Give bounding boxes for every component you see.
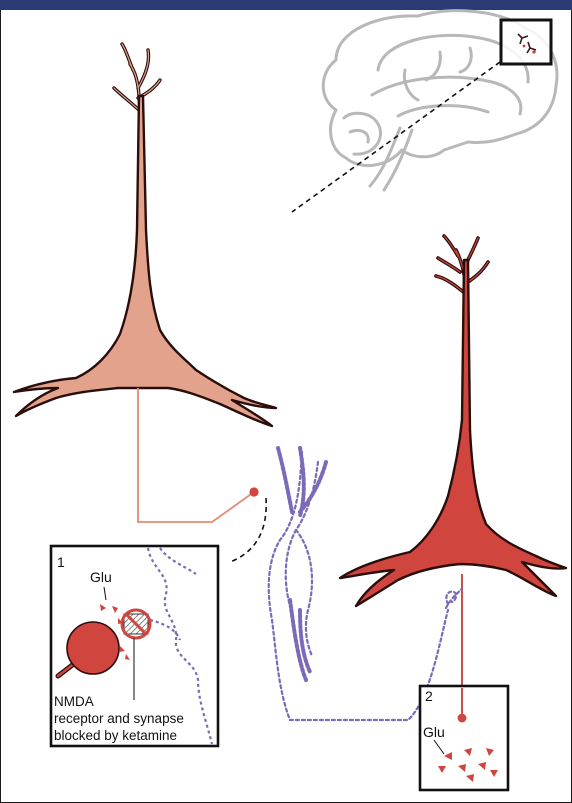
inset-2-glu-label: Glu [423, 724, 445, 740]
brain-region-box [501, 20, 551, 64]
right-neuron [340, 236, 566, 606]
left-axon-terminal [249, 487, 258, 496]
presynaptic-terminal [67, 622, 119, 674]
terminal-to-inset-connector [230, 498, 266, 562]
blocked-receptor-icon [122, 610, 150, 638]
astrocyte-processes [269, 448, 462, 720]
caption-line-3: blocked by ketamine [54, 727, 184, 744]
inset-1-caption: NMDA receptor and synapse blocked by ket… [54, 693, 184, 744]
inset-1-glu-label: Glu [90, 569, 112, 585]
caption-line-2: receptor and synapse [54, 710, 184, 727]
inset-1-number: 1 [57, 554, 65, 570]
inset-2-number: 2 [425, 688, 433, 704]
caption-line-1: NMDA [54, 693, 184, 710]
left-neuron [14, 44, 276, 426]
